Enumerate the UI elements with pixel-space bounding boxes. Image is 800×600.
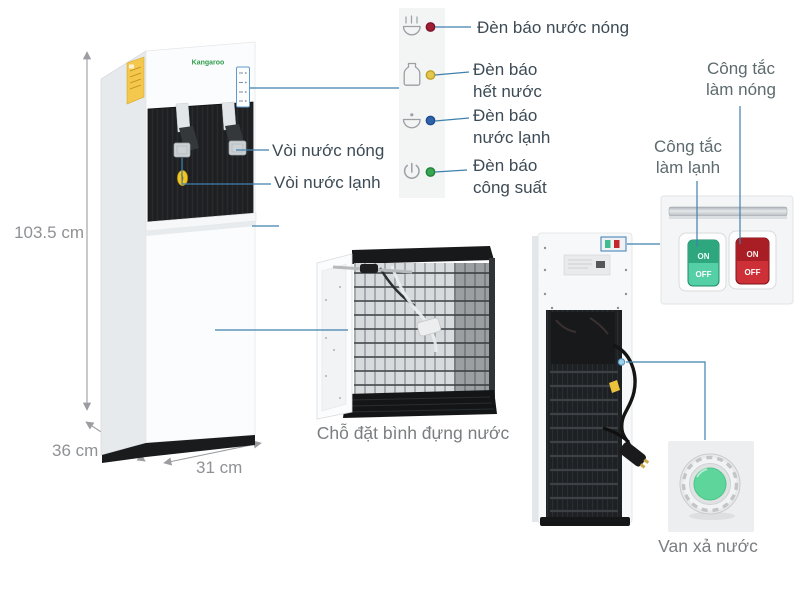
heating-off-label: OFF (745, 268, 761, 277)
drip-tray (145, 212, 257, 236)
empty-indicator-dot (425, 70, 436, 80)
cord-tag (609, 380, 620, 393)
hot-tap (221, 101, 247, 156)
cooling-on-label: ON (698, 252, 710, 261)
hot-water-indicator-icon (402, 15, 421, 36)
depth-dimension-label: 36 cm (52, 441, 99, 460)
hot-indicator-dot (425, 22, 436, 32)
valve-leader-line (626, 361, 706, 440)
heating-switch-label: Công tắc làm nóng (698, 59, 784, 100)
cooling-switch[interactable]: ON OFF (687, 239, 720, 287)
drain-valve-view (668, 441, 754, 532)
empty-bottle-indicator-icon (403, 62, 421, 86)
cold-tap (173, 102, 199, 158)
power-indicator-leader-line (434, 169, 468, 173)
cold-indicator-dot (425, 115, 436, 126)
dispenser-front-view: Kangaroo (100, 41, 257, 463)
cold-water-indicator-icon (402, 113, 421, 129)
base (102, 435, 255, 463)
heating-on-label: ON (747, 250, 759, 259)
tap-panel (147, 101, 254, 224)
label-line: làm lạnh (655, 157, 721, 177)
label-line: Công tắc (706, 59, 776, 78)
power-indicator-icon (403, 162, 420, 179)
power-indicator-dot (425, 167, 436, 177)
width-dimension-label: 31 cm (196, 458, 243, 477)
power-cord (602, 343, 650, 469)
indicator-strip (399, 8, 445, 198)
back-screws (543, 246, 628, 310)
valve-label: Van xả nước (658, 536, 758, 556)
leader-lines (181, 26, 741, 440)
hot-tap-label: Vòi nước nóng (272, 141, 385, 160)
valve-green-cap[interactable] (693, 467, 727, 501)
cold-tap-label: Vòi nước lạnh (274, 173, 381, 192)
spec-sticker (126, 56, 145, 105)
label-line: Công tắc (653, 137, 723, 156)
label-line: nước lạnh (473, 127, 551, 147)
empty-indicator-leader-line (434, 71, 470, 76)
drain-valve-point (617, 358, 626, 366)
cabinet-door (316, 253, 413, 420)
cold-indicator-label: Đèn báo nước lạnh (473, 105, 550, 148)
cabinet-label: Chỗ đặt bình đựng nước (316, 423, 510, 443)
water-bottle-cabinet-view (316, 246, 497, 420)
label-line: công suất (473, 177, 547, 197)
heating-switch[interactable]: ON OFF (735, 237, 770, 285)
label-line: Đèn báo (473, 156, 538, 175)
empty-indicator-label: Đèn báo hết nước (473, 59, 542, 102)
cooling-off-label: OFF (696, 270, 712, 279)
cold-indicator-leader-line (434, 117, 470, 122)
height-dimension-label: 103.5 cm (14, 223, 84, 242)
label-line: làm nóng (706, 79, 776, 99)
power-indicator-label: Đèn báo công suất (473, 155, 547, 198)
back-switch-cutout (600, 236, 627, 252)
dispenser-back-view (532, 232, 650, 526)
brand-logo: Kangaroo (192, 60, 225, 67)
switch-panel-view: ON OFF ON OFF (660, 195, 794, 305)
width-dimension-arrow (163, 440, 262, 466)
label-line: Đèn báo (473, 60, 538, 79)
cooling-switch-label: Công tắc làm lạnh (645, 137, 731, 178)
label-line: Đèn báo (473, 106, 538, 125)
label-line: hết nước (473, 81, 542, 101)
display-panel (236, 66, 250, 108)
cold-tap-leader-line (181, 158, 271, 185)
hot-indicator-label: Đèn báo nước nóng (477, 18, 630, 37)
